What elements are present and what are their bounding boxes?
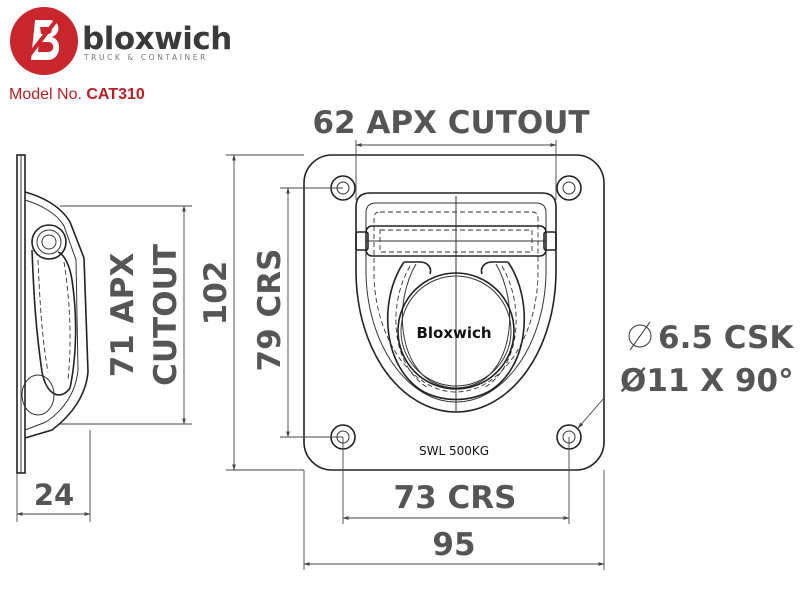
logo-wordmark: bloxwich	[82, 21, 232, 57]
side-view	[16, 154, 89, 474]
brand-logo: bloxwich TRUCK & CONTAINER	[10, 7, 232, 75]
model-label: Model No.	[9, 86, 82, 103]
model-number: Model No. CAT310	[9, 86, 145, 104]
hole-vertical-label: 79 CRS	[252, 249, 288, 372]
product-swl-label: SWL 500KG	[419, 444, 489, 458]
hole-horizontal-label: 73 CRS	[394, 480, 517, 516]
product-stamp-brand: Bloxwich	[416, 324, 491, 342]
diameter-symbol-icon	[628, 324, 652, 348]
mounting-hole-top-right	[556, 175, 582, 201]
overall-width-label: 95	[432, 527, 475, 563]
overall-height-label: 102	[198, 261, 234, 326]
csk-label-line2: Ø11 X 90°	[620, 363, 794, 399]
dimension-cutout-height: 71 APX CUTOUT	[60, 205, 192, 425]
dimension-overall-width: 95	[303, 470, 605, 570]
front-view: Bloxwich SWL 500KG	[303, 154, 605, 471]
logo-tagline: TRUCK & CONTAINER	[83, 53, 208, 62]
cutout-width-label: 62 APX CUTOUT	[312, 105, 589, 141]
model-code: CAT310	[86, 86, 145, 103]
countersink-callout: 6.5 CSK Ø11 X 90°	[577, 320, 794, 429]
dimension-overall-height: 102	[198, 154, 304, 471]
dimension-side-depth: 24	[16, 430, 91, 522]
dimension-cutout-width: 62 APX CUTOUT	[312, 105, 590, 200]
side-depth-label: 24	[34, 478, 74, 512]
cutout-height-label-line2: CUTOUT	[148, 244, 184, 386]
cutout-height-label-line1: 71 APX	[105, 253, 141, 378]
dimension-hole-vertical: 79 CRS	[252, 187, 343, 438]
dimension-hole-horizontal: 73 CRS	[342, 437, 570, 524]
csk-label-line1: 6.5 CSK	[658, 320, 794, 356]
